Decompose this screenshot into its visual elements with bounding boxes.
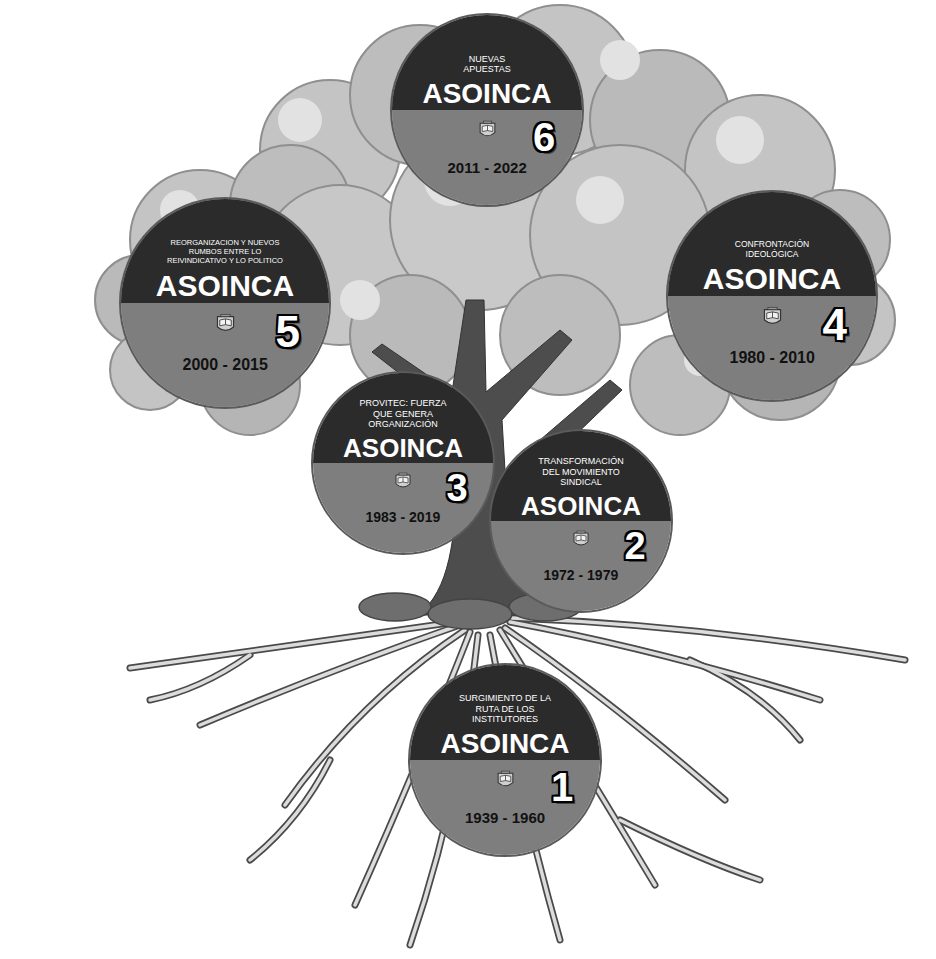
stage-title: NUEVAS APUESTAS xyxy=(445,54,529,75)
roots xyxy=(130,618,905,945)
timeline-circle: REORGANIZACION Y NUEVOS RUMBOS ENTRE LO … xyxy=(121,199,329,407)
timeline-circle: PROVITEC: FUERZA QUE GENERA ORGANIZACIÓN… xyxy=(313,373,493,553)
logo-icon xyxy=(214,312,237,335)
logo-icon xyxy=(571,529,591,549)
timeline-circle: NUEVAS APUESTAS ASOINCA 6 2011 - 2022 xyxy=(392,15,582,205)
timeline-circle: SURGIMIENTO DE LA RUTA DE LOS INSTITUTOR… xyxy=(410,665,600,855)
date-range: 1972 - 1979 xyxy=(544,568,619,582)
organization-name: ASOINCA xyxy=(521,493,641,519)
stage-title: REORGANIZACION Y NUEVOS RUMBOS ENTRE LO … xyxy=(159,239,291,266)
callout-number: 6 xyxy=(533,117,555,157)
organization-name: ASOINCA xyxy=(156,271,294,301)
stage-title: SURGIMIENTO DE LA RUTA DE LOS INSTITUTOR… xyxy=(455,693,555,725)
organization-name: ASOINCA xyxy=(422,80,551,108)
logo-icon xyxy=(495,769,516,790)
stage-title: PROVITEC: FUERZA QUE GENERA ORGANIZACIÓN xyxy=(349,398,457,430)
timeline-circle: TRANSFORMACIÓN DEL MOVIMIENTO SINDICAL AS… xyxy=(491,431,671,611)
date-range: 1983 - 2019 xyxy=(366,510,441,524)
logo-icon xyxy=(761,305,784,328)
canopy xyxy=(95,5,895,435)
date-range: 1980 - 2010 xyxy=(730,350,815,366)
stage-title: CONFRONTACIÓN IDEOLÓGICA xyxy=(720,239,824,259)
callout-number: 3 xyxy=(447,469,468,507)
date-range: 2000 - 2015 xyxy=(183,357,268,373)
callout-number: 1 xyxy=(551,767,573,807)
date-range: 2011 - 2022 xyxy=(448,160,527,175)
callout-number: 2 xyxy=(625,527,646,565)
logo-icon xyxy=(477,119,498,140)
organization-name: ASOINCA xyxy=(440,730,569,758)
organization-name: ASOINCA xyxy=(343,435,463,461)
stage-title: TRANSFORMACIÓN DEL MOVIMIENTO SINDICAL xyxy=(529,456,633,488)
date-range: 1939 - 1960 xyxy=(465,810,545,825)
callout-number: 5 xyxy=(275,310,299,354)
logo-icon xyxy=(393,471,413,491)
organization-name: ASOINCA xyxy=(703,264,841,294)
callout-number: 4 xyxy=(822,303,846,347)
timeline-circle: CONFRONTACIÓN IDEOLÓGICA ASOINCA 4 1980 - 2… xyxy=(668,192,876,400)
